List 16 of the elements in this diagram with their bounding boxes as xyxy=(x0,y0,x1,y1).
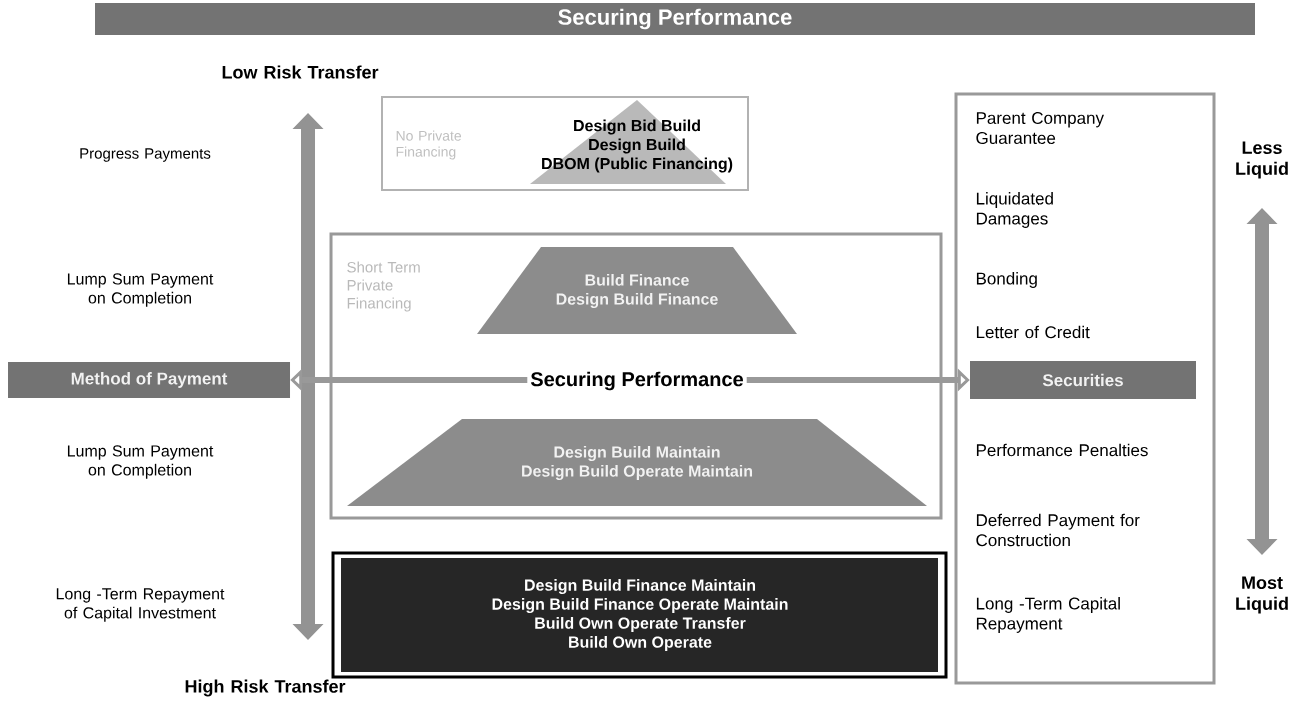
label: Less Liquid xyxy=(1236,141,1288,179)
label: Low Risk Transfer xyxy=(222,65,379,79)
edge-label: Securing Performance xyxy=(530,371,743,391)
label: Lump Sum Payment on Completion xyxy=(67,273,214,307)
label: High Risk Transfer xyxy=(185,679,346,697)
label: Lump Sum Payment on Completion xyxy=(67,445,214,479)
label: Most Liquid xyxy=(1236,576,1288,614)
label-band: Securities xyxy=(970,361,1196,399)
label: Long -Term Repayment of Capital Investment xyxy=(56,588,225,622)
trapezoid: Build Finance Design Build Finance xyxy=(477,247,797,334)
dark-box: Design Build Finance Maintain Design Build Finance Operate Maintain Build Own Operate Transfer Build Own Operate xyxy=(331,551,948,679)
title-band: Securing Performance xyxy=(95,3,1255,35)
triangle: Design Bid Build Design Build DBOM (Public Financing) xyxy=(530,100,733,184)
label-band: Method of Payment xyxy=(8,362,290,398)
label: Progress Payments xyxy=(80,148,211,162)
trapezoid: Design Build Maintain Design Build Operate Maintain xyxy=(347,419,927,506)
